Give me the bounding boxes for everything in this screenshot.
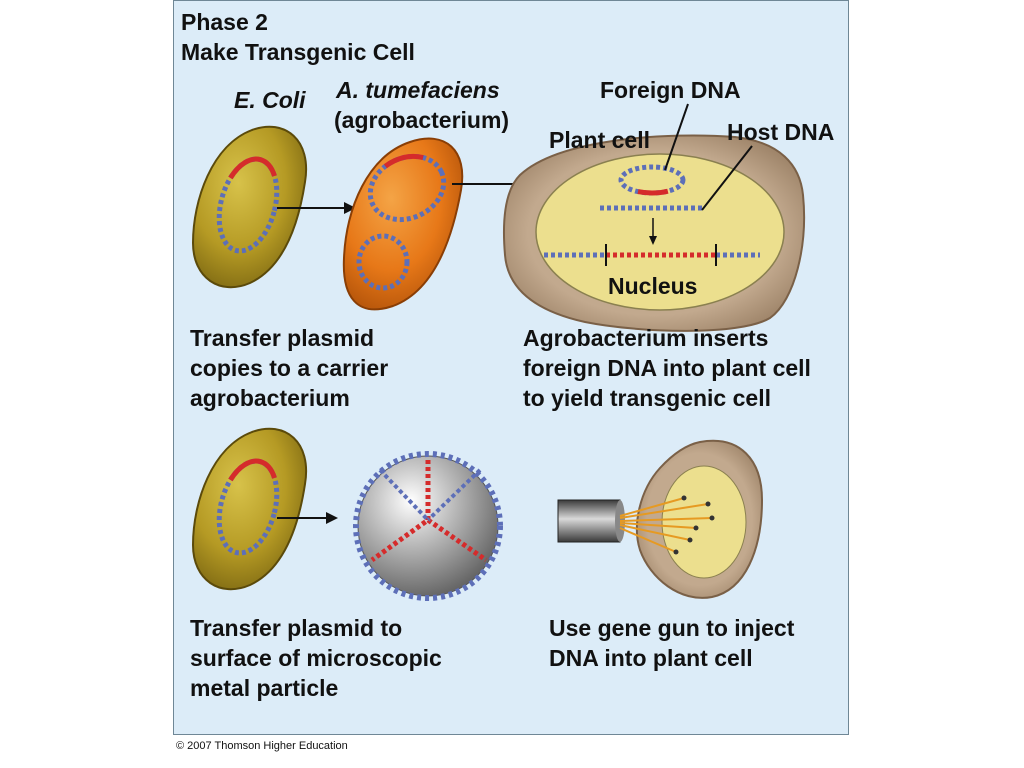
caption-step1-line2: copies to a carrier bbox=[190, 355, 389, 381]
metal-particle-icon bbox=[353, 451, 503, 601]
caption-step1-line1: Transfer plasmid bbox=[190, 325, 375, 351]
ecoli-cell-icon bbox=[191, 125, 308, 289]
ecoli-cell-icon-2 bbox=[191, 427, 308, 591]
caption-step4-line2: DNA into plant cell bbox=[549, 645, 753, 671]
ecoli-label: E. Coli bbox=[234, 87, 306, 113]
caption-step1-line3: agrobacterium bbox=[190, 385, 350, 411]
atumefaciens-label: A. tumefaciens bbox=[336, 77, 500, 103]
caption-step3-line3: metal particle bbox=[190, 675, 339, 701]
caption-step3-line2: surface of microscopic bbox=[190, 645, 442, 671]
copyright-text: © 2007 Thomson Higher Education bbox=[176, 740, 348, 752]
caption-step2-line1: Agrobacterium inserts bbox=[523, 325, 769, 351]
agrobacterium-label: (agrobacterium) bbox=[334, 107, 510, 133]
gene-gun-icon bbox=[557, 495, 715, 555]
agrobacterium-cell-icon bbox=[342, 137, 464, 311]
arrow-to-agrobacterium bbox=[277, 202, 356, 214]
caption-step3-line1: Transfer plasmid to bbox=[190, 615, 403, 641]
plant-cell-icon bbox=[502, 103, 806, 332]
phase-label: Phase 2 bbox=[181, 9, 268, 35]
caption-step2-line2: foreign DNA into plant cell bbox=[523, 355, 811, 381]
caption-step4-line1: Use gene gun to inject bbox=[549, 615, 795, 641]
diagram-panel bbox=[173, 0, 849, 735]
plant-cell-label: Plant cell bbox=[549, 127, 650, 153]
diagram-title: Make Transgenic Cell bbox=[181, 39, 415, 65]
caption-step2-line3: to yield transgenic cell bbox=[523, 385, 771, 411]
foreign-dna-label: Foreign DNA bbox=[600, 77, 741, 103]
host-dna-label: Host DNA bbox=[727, 119, 835, 145]
nucleus-label: Nucleus bbox=[608, 273, 698, 299]
arrow-to-metal-particle bbox=[277, 512, 338, 524]
